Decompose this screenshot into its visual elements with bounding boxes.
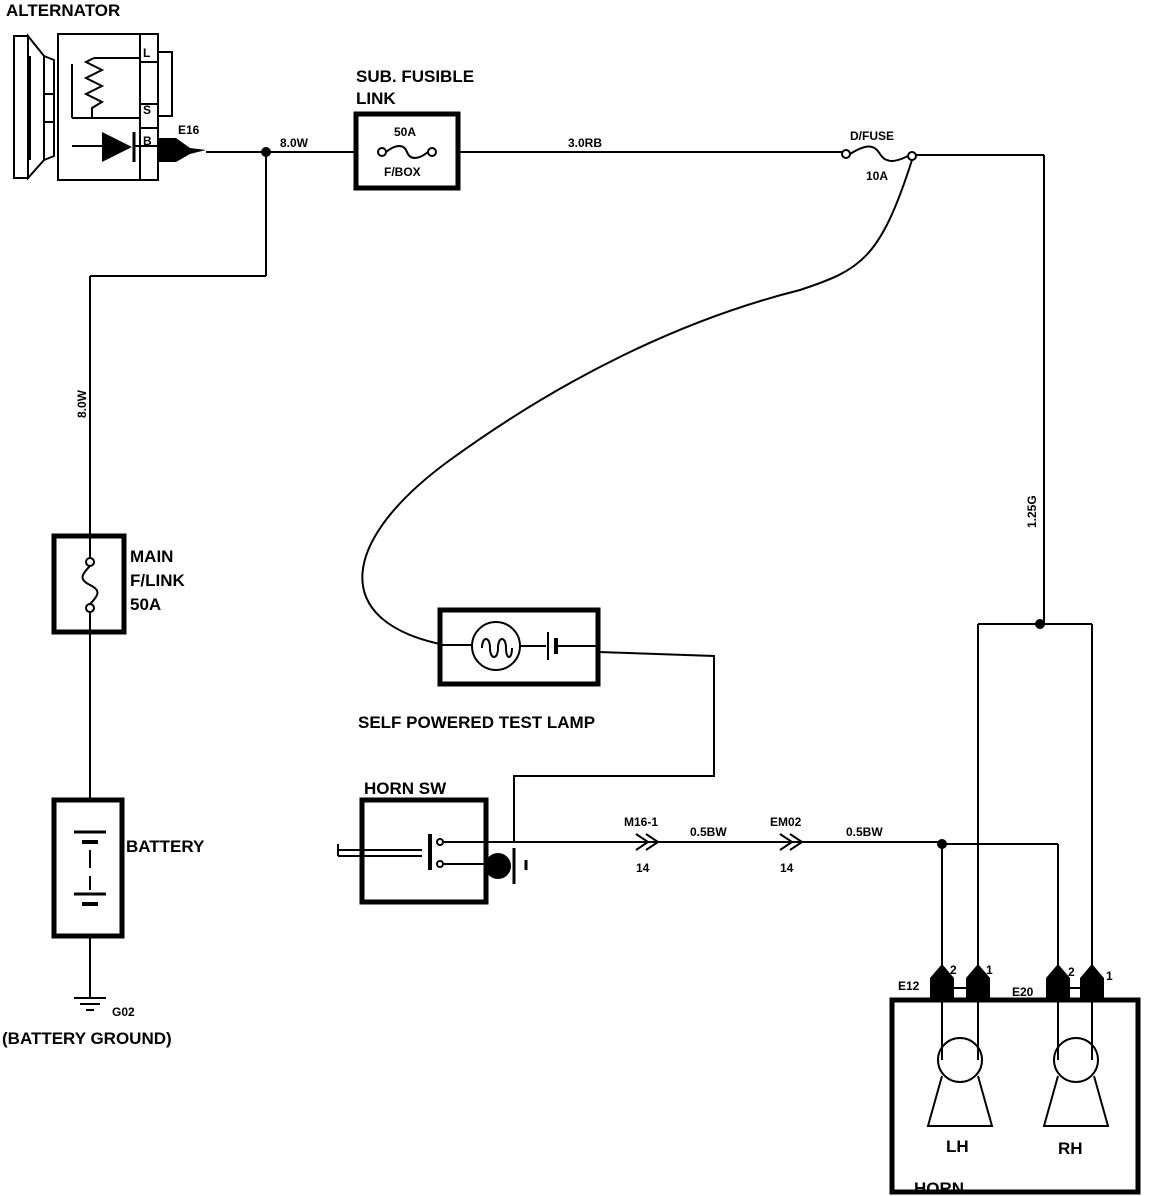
battery-ground: G02 (BATTERY GROUND) [2, 997, 172, 1048]
main-fusible-link-line3: 50A [130, 595, 161, 614]
e20-pin-2: 2 [1068, 965, 1075, 979]
test-lamp-lead [361, 159, 913, 645]
main-fusible-link-line1: MAIN [130, 547, 173, 566]
connector-e16: E16 [178, 123, 200, 137]
self-powered-test-lamp: SELF POWERED TEST LAMP [358, 607, 715, 842]
horn-switch-title: HORN SW [364, 779, 447, 798]
connector-m16-pin: 14 [636, 861, 650, 875]
horn-assembly: E12 2 1 E20 2 1 LH RH HORN [889, 963, 1141, 1196]
test-lamp-title: SELF POWERED TEST LAMP [358, 713, 595, 732]
e12-pin-1: 1 [986, 963, 993, 977]
e20-pin-1: 1 [1106, 969, 1113, 983]
alternator-terminal-s: S [143, 103, 151, 117]
sub-fusible-link-location: F/BOX [384, 165, 421, 179]
d-fuse-rating: 10A [866, 169, 888, 183]
main-fusible-link: MAIN F/LINK 50A [51, 533, 185, 800]
sub-fusible-link-title-2: LINK [356, 89, 396, 108]
wire-label-8-0w-top: 8.0W [280, 136, 309, 150]
wire-label-8-0w-vertical: 8.0W [75, 389, 89, 418]
ground-label: (BATTERY GROUND) [2, 1029, 172, 1048]
switch-to-horn-wiring: M16-1 14 0.5BW EM02 14 0.5BW [486, 815, 1059, 966]
d-fuse-title: D/FUSE [850, 129, 894, 143]
horn-power-wiring [977, 619, 1093, 966]
main-fusible-link-line2: F/LINK [130, 571, 185, 590]
b-plus-wiring: 8.0W 8.0W [75, 136, 356, 536]
connector-m16-name: M16-1 [624, 815, 658, 829]
connector-e12: E12 [898, 979, 920, 993]
battery-title: BATTERY [126, 837, 205, 856]
connector-em02-name: EM02 [770, 815, 802, 829]
alternator-body [57, 33, 159, 181]
horn-left-label: LH [946, 1137, 969, 1156]
alternator-terminal-b: B [143, 134, 152, 148]
wire-label-1-25g: 1.25G [1025, 495, 1039, 528]
wire-label-0-5bw-1: 0.5BW [690, 825, 727, 839]
alternator: ALTERNATOR L S B E16 [6, 1, 206, 181]
horn-switch: HORN SW [337, 779, 528, 905]
wire-label-3-0rb: 3.0RB [568, 136, 602, 150]
alternator-terminal-l: L [143, 46, 150, 60]
sub-fusible-link: SUB. FUSIBLE LINK 50A F/BOX 3.0RB [353, 67, 842, 191]
sub-fusible-link-title-1: SUB. FUSIBLE [356, 67, 474, 86]
sub-fusible-link-rating: 50A [394, 125, 416, 139]
e12-pin-2: 2 [950, 963, 957, 977]
connector-em02-pin: 14 [780, 861, 794, 875]
wire-label-0-5bw-2: 0.5BW [846, 825, 883, 839]
alternator-title: ALTERNATOR [6, 1, 120, 20]
d-fuse: D/FUSE 10A 1.25G [841, 129, 1045, 624]
battery: BATTERY [51, 797, 205, 998]
ground-id: G02 [112, 1005, 135, 1019]
connector-e20: E20 [1012, 985, 1034, 999]
horn-right-label: RH [1058, 1139, 1083, 1158]
horn-title: HORN [914, 1179, 964, 1196]
